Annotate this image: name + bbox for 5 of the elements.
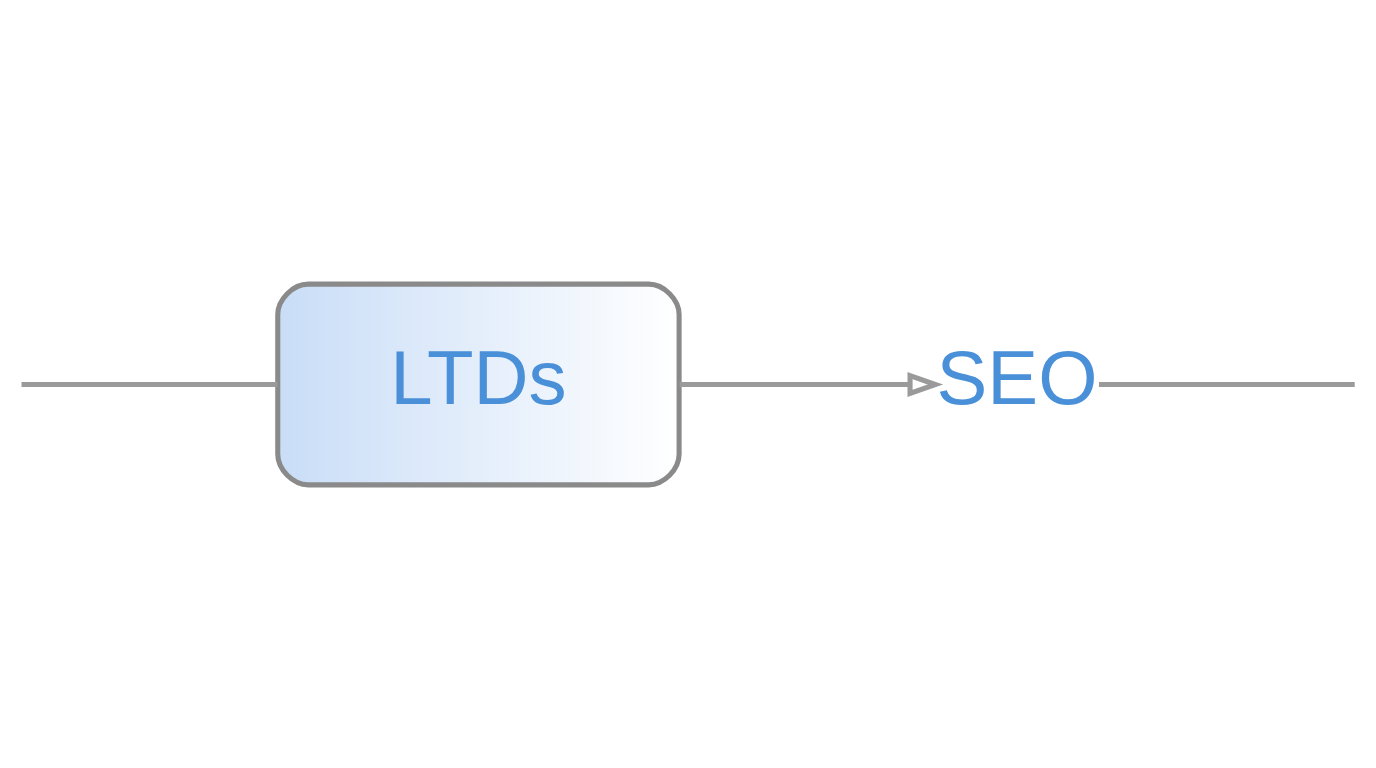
connector <box>21 381 278 387</box>
node-text: SEO <box>936 334 1098 420</box>
connector <box>1098 381 1355 387</box>
arrow <box>679 371 944 397</box>
node-box: LTDs <box>275 281 682 487</box>
